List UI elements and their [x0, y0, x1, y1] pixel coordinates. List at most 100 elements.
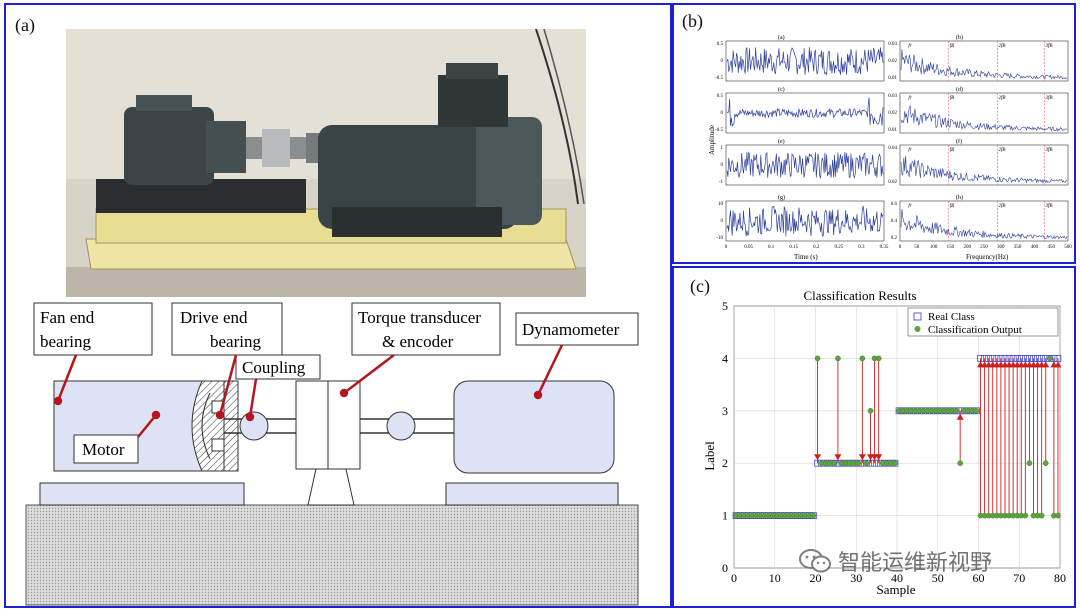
- vibration-signals-figure: Amplitude Time (s) Frequency(Hz) (a)0.50…: [708, 34, 1072, 261]
- real-class-marker: [1005, 355, 1013, 362]
- spectrum-line: [900, 155, 1068, 184]
- real-class-marker: [1013, 355, 1021, 362]
- classification-output-marker: [814, 355, 821, 362]
- classification-output-marker: [1055, 512, 1061, 519]
- error-arrow: [956, 413, 964, 420]
- classification-output-marker: [810, 512, 817, 519]
- subplot-label: (e): [778, 138, 785, 145]
- freq-xtick-label: 350: [1014, 245, 1022, 250]
- time-ytick-label: 0: [721, 219, 724, 224]
- watermark-text: 智能运维新视野: [838, 551, 993, 576]
- y-tick-label: 0: [722, 561, 728, 575]
- panel-a: (a): [4, 3, 672, 608]
- freq-ytick-label: 0.03: [888, 94, 897, 99]
- time-ytick-label: -1: [719, 180, 724, 185]
- subplot-label: (h): [956, 194, 963, 201]
- freq-xtick-label: 0: [899, 245, 902, 250]
- time-xtick-label: 0.35: [880, 245, 889, 250]
- time-ytick-label: 0.5: [717, 94, 724, 99]
- freq-ytick-label: 0.2: [891, 236, 898, 241]
- freq-ytick-label: 0.01: [888, 128, 897, 133]
- freq-xtick-label: 50: [914, 245, 920, 250]
- rotation-frequency-label: fr: [908, 204, 911, 209]
- time-ytick-label: -0.5: [715, 76, 723, 81]
- error-arrow: [1042, 361, 1050, 368]
- classification-output-marker: [831, 460, 837, 466]
- y-axis-label: Label: [702, 441, 717, 471]
- error-arrow: [858, 454, 866, 461]
- real-class-marker: [1038, 355, 1046, 362]
- panel-b: (b) Amplitude Time (s) Frequency(Hz) (a)…: [672, 3, 1076, 264]
- x-tick-label: 30: [850, 571, 862, 585]
- ground-block: [25, 504, 639, 606]
- real-class-marker: [1017, 355, 1025, 362]
- classification-output-marker: [875, 355, 882, 362]
- classification-output-marker: [835, 355, 841, 362]
- classification-output-marker: [1026, 460, 1033, 466]
- subplot-label: (a): [778, 34, 785, 41]
- spectrum-line: [900, 49, 1068, 80]
- real-class-marker: [1046, 355, 1054, 362]
- time-ytick-label: 0: [721, 163, 724, 168]
- freq-ytick-label: 0.01: [888, 76, 897, 81]
- real-class-marker: [989, 355, 997, 362]
- time-ytick-label: -0.5: [715, 128, 723, 133]
- error-arrow: [834, 454, 842, 461]
- fault-frequency-label: 2fB: [998, 96, 1005, 101]
- time-xtick-label: 0.15: [789, 245, 798, 250]
- classification-output-marker: [867, 407, 874, 414]
- error-arrow: [1054, 361, 1062, 368]
- real-class-marker: [1009, 355, 1017, 362]
- freq-xtick-label: 400: [1031, 245, 1039, 250]
- wechat-icon: [799, 549, 831, 573]
- y-tick-label: 1: [722, 509, 728, 523]
- subplot-label: (c): [778, 86, 785, 93]
- freq-xtick-label: 150: [947, 245, 955, 250]
- time-plot-frame: [725, 200, 885, 242]
- panel-c: (c) Classification Results Sample Label …: [672, 266, 1076, 608]
- drive-end-label-line2: bearing: [210, 332, 261, 351]
- watermark: 智能运维新视野: [798, 545, 992, 577]
- time-ytick-label: 1: [721, 146, 724, 151]
- error-arrow: [875, 454, 883, 461]
- x-axis-label: Sample: [877, 582, 916, 597]
- fault-frequency-label: fB: [950, 204, 954, 209]
- subplot-label: (f): [956, 138, 962, 145]
- legend-output-swatch: [914, 326, 921, 332]
- y-tick-label: 2: [722, 456, 728, 470]
- error-arrow: [814, 454, 822, 461]
- spectrum-plot-frame: [899, 200, 1069, 242]
- freq-xtick-label: 200: [963, 245, 971, 250]
- fan-end-label-line2: bearing: [40, 332, 91, 351]
- classification-output-marker: [855, 460, 862, 466]
- real-class-marker: [1034, 355, 1041, 362]
- real-class-marker: [871, 459, 878, 467]
- time-signal-line: [726, 47, 884, 76]
- legend-real-class-swatch: [913, 312, 922, 321]
- x-tick-label: 10: [769, 571, 781, 585]
- amplitude-axis-label: Amplitude: [708, 125, 716, 155]
- fault-frequency-label: 3fB: [1045, 96, 1052, 101]
- freq-ytick-label: 0.02: [888, 59, 897, 64]
- torque-label-line2: & encoder: [382, 332, 454, 351]
- time-axis-label: Time (s): [794, 253, 818, 261]
- subplot-label: (b): [956, 34, 963, 41]
- spectrum-line: [900, 104, 1068, 132]
- freq-xtick-label: 450: [1047, 245, 1055, 250]
- time-signal-line: [726, 151, 884, 180]
- y-tick-label: 5: [722, 299, 728, 313]
- freq-xtick-label: 500: [1064, 245, 1072, 250]
- fault-frequency-label: 2fB: [998, 148, 1005, 153]
- freq-xtick-label: 100: [930, 245, 938, 250]
- classification-output-marker: [953, 407, 959, 414]
- classification-output-marker: [957, 460, 963, 466]
- fault-frequency-label: 3fB: [1045, 204, 1052, 209]
- real-class-marker: [1022, 355, 1029, 362]
- x-tick-label: 40: [891, 571, 903, 585]
- classification-output-marker: [1042, 460, 1049, 466]
- drive-end-label-line1: Drive end: [180, 308, 248, 327]
- fault-frequency-label: fB: [950, 148, 954, 153]
- coupling-label: Coupling: [242, 358, 306, 377]
- legend-box: [907, 307, 1059, 337]
